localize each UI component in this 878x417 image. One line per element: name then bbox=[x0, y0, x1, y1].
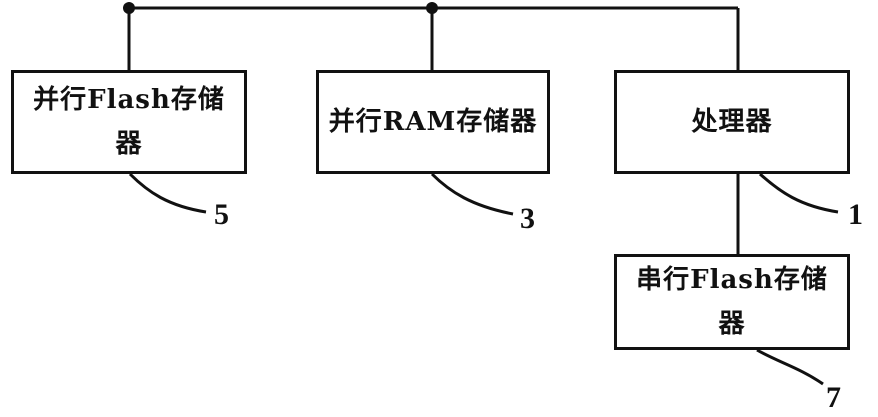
ref-number-7: 7 bbox=[826, 381, 841, 414]
leader-line-7 bbox=[756, 348, 824, 386]
ref-number-3: 3 bbox=[520, 202, 535, 235]
parallel-flash-block: 并行Flash存储器 bbox=[11, 70, 247, 174]
leader-line-5 bbox=[128, 172, 207, 214]
parallel-ram-block: 并行RAM存储器 bbox=[316, 70, 550, 174]
junction-dot-middle bbox=[426, 2, 438, 14]
processor-block: 处理器 bbox=[614, 70, 850, 174]
serial-flash-label: 串行Flash存储器 bbox=[636, 265, 828, 339]
leader-line-1 bbox=[758, 172, 839, 214]
parallel-ram-label: 并行RAM存储器 bbox=[328, 107, 538, 137]
parallel-flash-label: 并行Flash存储器 bbox=[33, 85, 225, 159]
leader-line-3 bbox=[430, 172, 514, 216]
processor-label: 处理器 bbox=[691, 107, 773, 137]
ref-number-1: 1 bbox=[848, 198, 863, 231]
serial-flash-block: 串行Flash存储器 bbox=[614, 254, 850, 350]
ref-number-5: 5 bbox=[214, 198, 229, 231]
junction-dot-left bbox=[123, 2, 135, 14]
